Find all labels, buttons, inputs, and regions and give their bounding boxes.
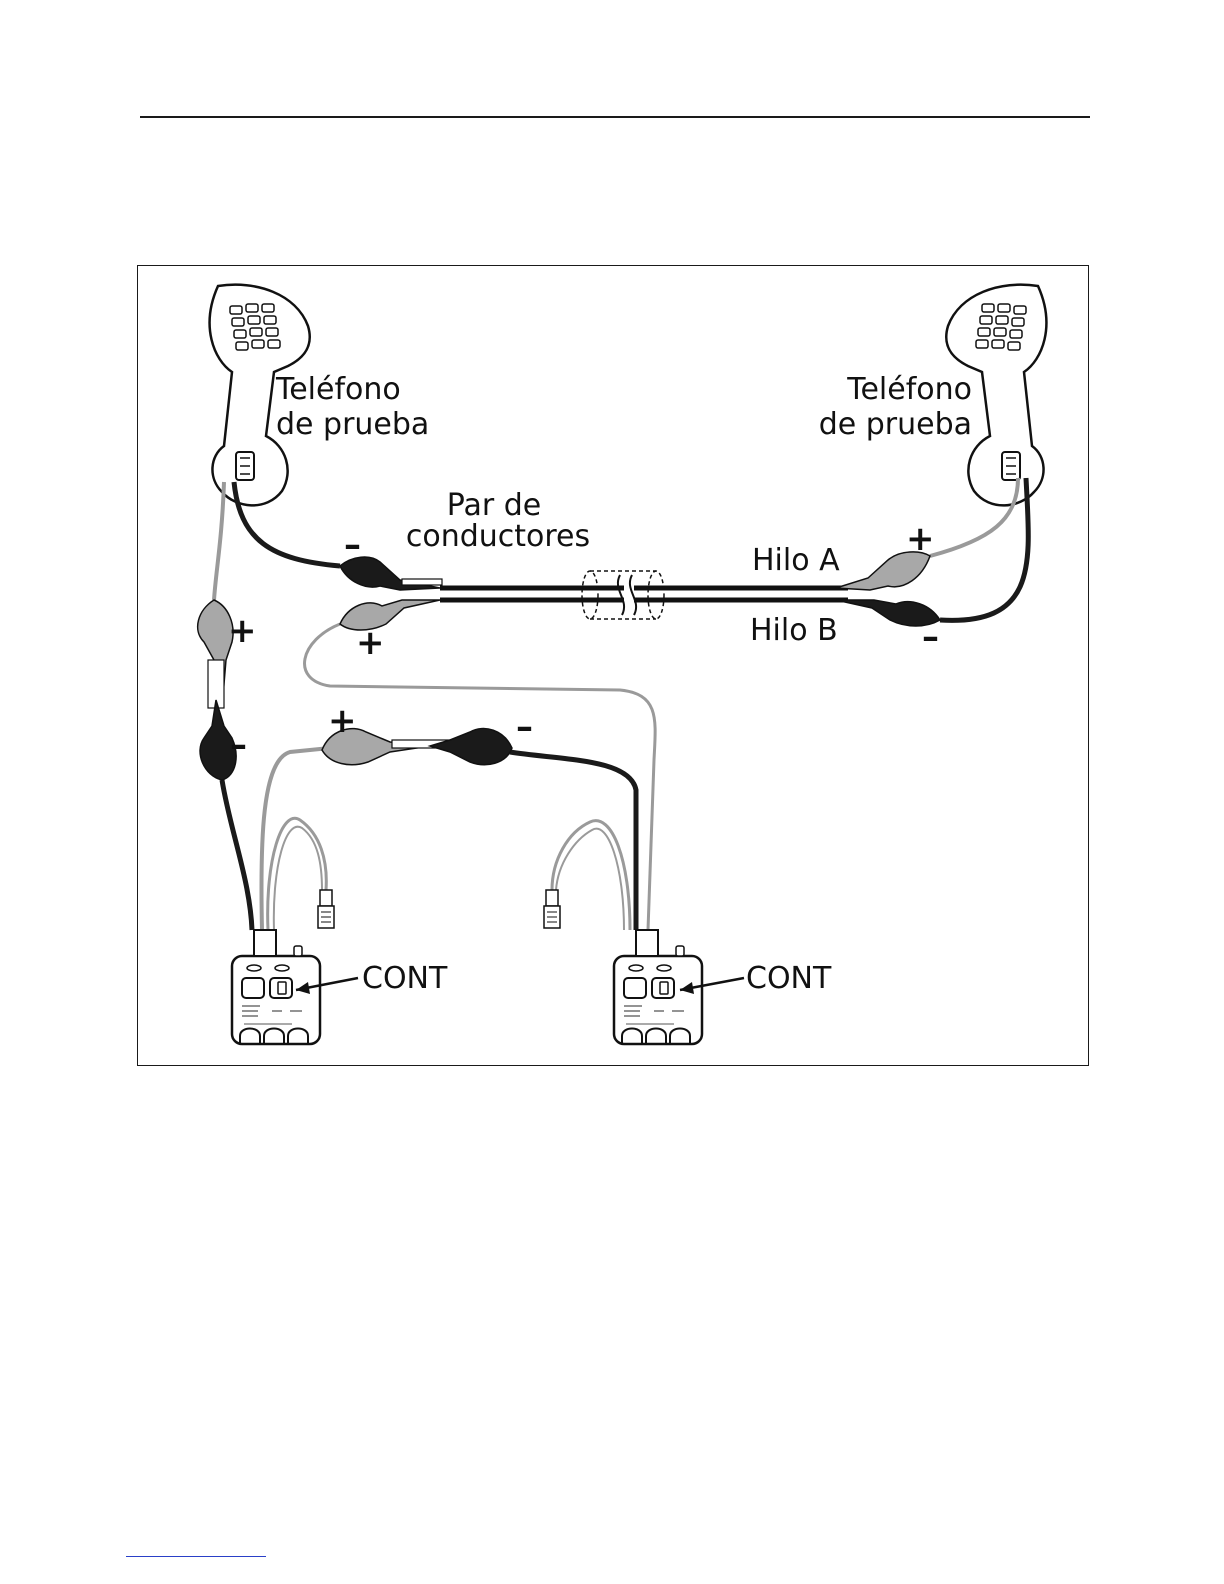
rj-plug-left-icon (318, 890, 334, 928)
rj-plug-right-icon (544, 890, 560, 928)
sign-mid-plus: + (328, 701, 357, 741)
wire-pair (440, 571, 848, 619)
phone-left-label-1: Teléfono (275, 372, 401, 407)
sign-left-plus: + (228, 611, 257, 651)
sign-right-minus: – (922, 617, 939, 657)
tester-left-label: CONT (362, 961, 448, 996)
wire-a-label: Hilo A (752, 543, 840, 578)
phone-right-label-2: de prueba (819, 407, 972, 442)
pair-label-2: conductores (406, 519, 590, 554)
wire-b-label: Hilo B (750, 613, 838, 648)
sign-lower-left-plus: + (356, 623, 385, 663)
sign-mid-minus: – (516, 707, 533, 747)
sign-right-plus: + (906, 519, 935, 559)
sign-left-minus: – (230, 725, 247, 765)
pair-label-1: Par de (447, 488, 542, 523)
tester-right-label: CONT (746, 961, 832, 996)
footer-link-rule (126, 1556, 266, 1557)
phone-left-label-2: de prueba (276, 407, 429, 442)
sign-top-left-minus: – (344, 525, 361, 565)
phone-right-label-1: Teléfono (846, 372, 972, 407)
